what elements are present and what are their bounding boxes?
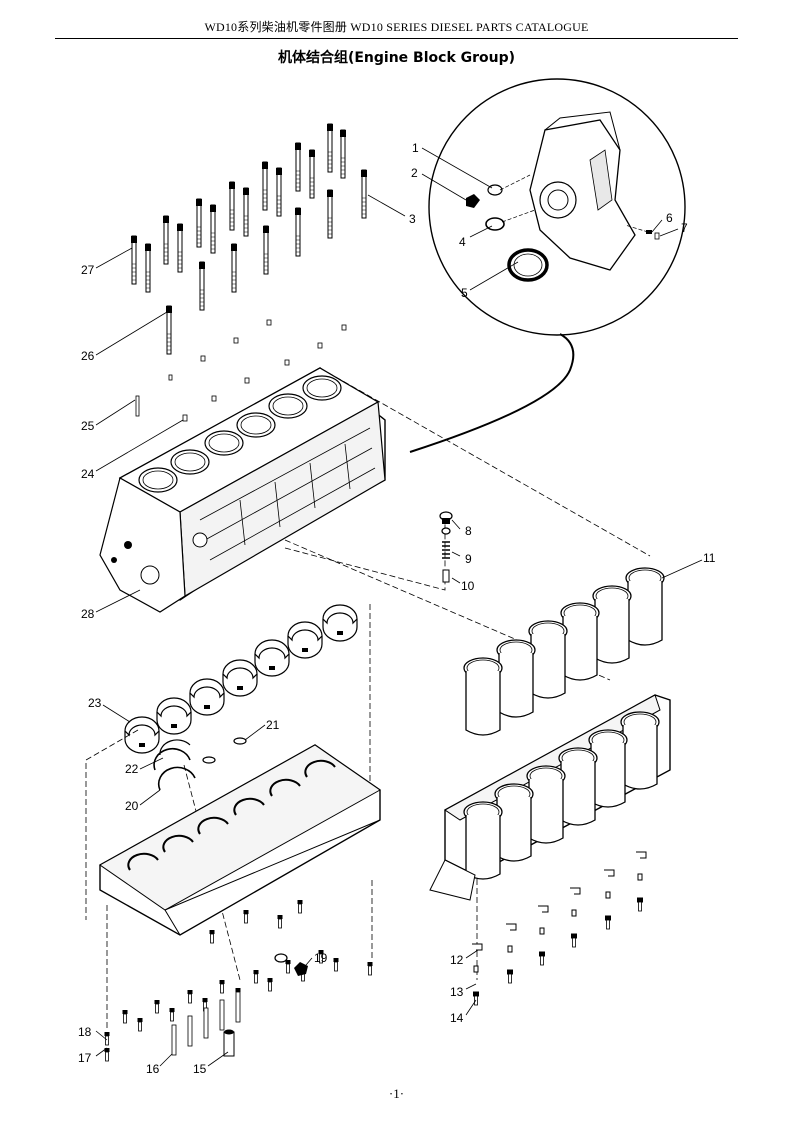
callout-24: 24 [81, 467, 95, 481]
callout-5: 5 [461, 286, 468, 300]
detail-inset [409, 78, 686, 453]
callout-11: 11 [703, 551, 716, 565]
callout-6: 6 [666, 211, 673, 225]
callout-labels: 1 2 3 4 5 6 7 8 9 10 11 12 13 14 15 16 1… [78, 141, 716, 1076]
callout-8: 8 [465, 524, 472, 538]
callout-18: 18 [78, 1025, 92, 1039]
callout-15: 15 [193, 1062, 207, 1076]
callout-10: 10 [461, 579, 475, 593]
catalogue-header: WD10系列柴油机零件图册 WD10 SERIES DIESEL PARTS C… [204, 20, 589, 34]
header-rule [55, 38, 738, 39]
callout-14: 14 [450, 1011, 464, 1025]
callout-20: 20 [125, 799, 139, 813]
cylinder-head-bolts [130, 123, 368, 355]
callout-22: 22 [125, 762, 139, 776]
page-number: ·1· [388, 1086, 405, 1101]
callout-16: 16 [146, 1062, 160, 1076]
callout-7: 7 [681, 221, 688, 235]
callout-2: 2 [411, 166, 418, 180]
main-bearings [124, 604, 358, 791]
cooling-nozzles [472, 851, 647, 1006]
callout-27: 27 [81, 263, 95, 277]
callout-26: 26 [81, 349, 95, 363]
callout-12: 12 [450, 953, 464, 967]
bedplate [99, 744, 381, 936]
callout-25: 25 [81, 419, 95, 433]
callout-4: 4 [459, 235, 466, 249]
callout-19: 19 [314, 951, 328, 965]
engine-block [99, 367, 386, 613]
valve-parts [439, 511, 453, 583]
callout-9: 9 [465, 552, 472, 566]
page-title: 机体结合组(Engine Block Group) [277, 50, 516, 66]
callout-23: 23 [88, 696, 102, 710]
callout-17: 17 [78, 1051, 92, 1065]
callout-21: 21 [266, 718, 280, 732]
callout-1: 1 [412, 141, 419, 155]
callout-13: 13 [450, 985, 464, 999]
bedplate-bolts [104, 899, 373, 1062]
callout-28: 28 [81, 607, 95, 621]
callout-3: 3 [409, 212, 416, 226]
dowel-pins [135, 319, 347, 422]
leader-lines [95, 147, 703, 1067]
block-with-liners [429, 694, 671, 901]
